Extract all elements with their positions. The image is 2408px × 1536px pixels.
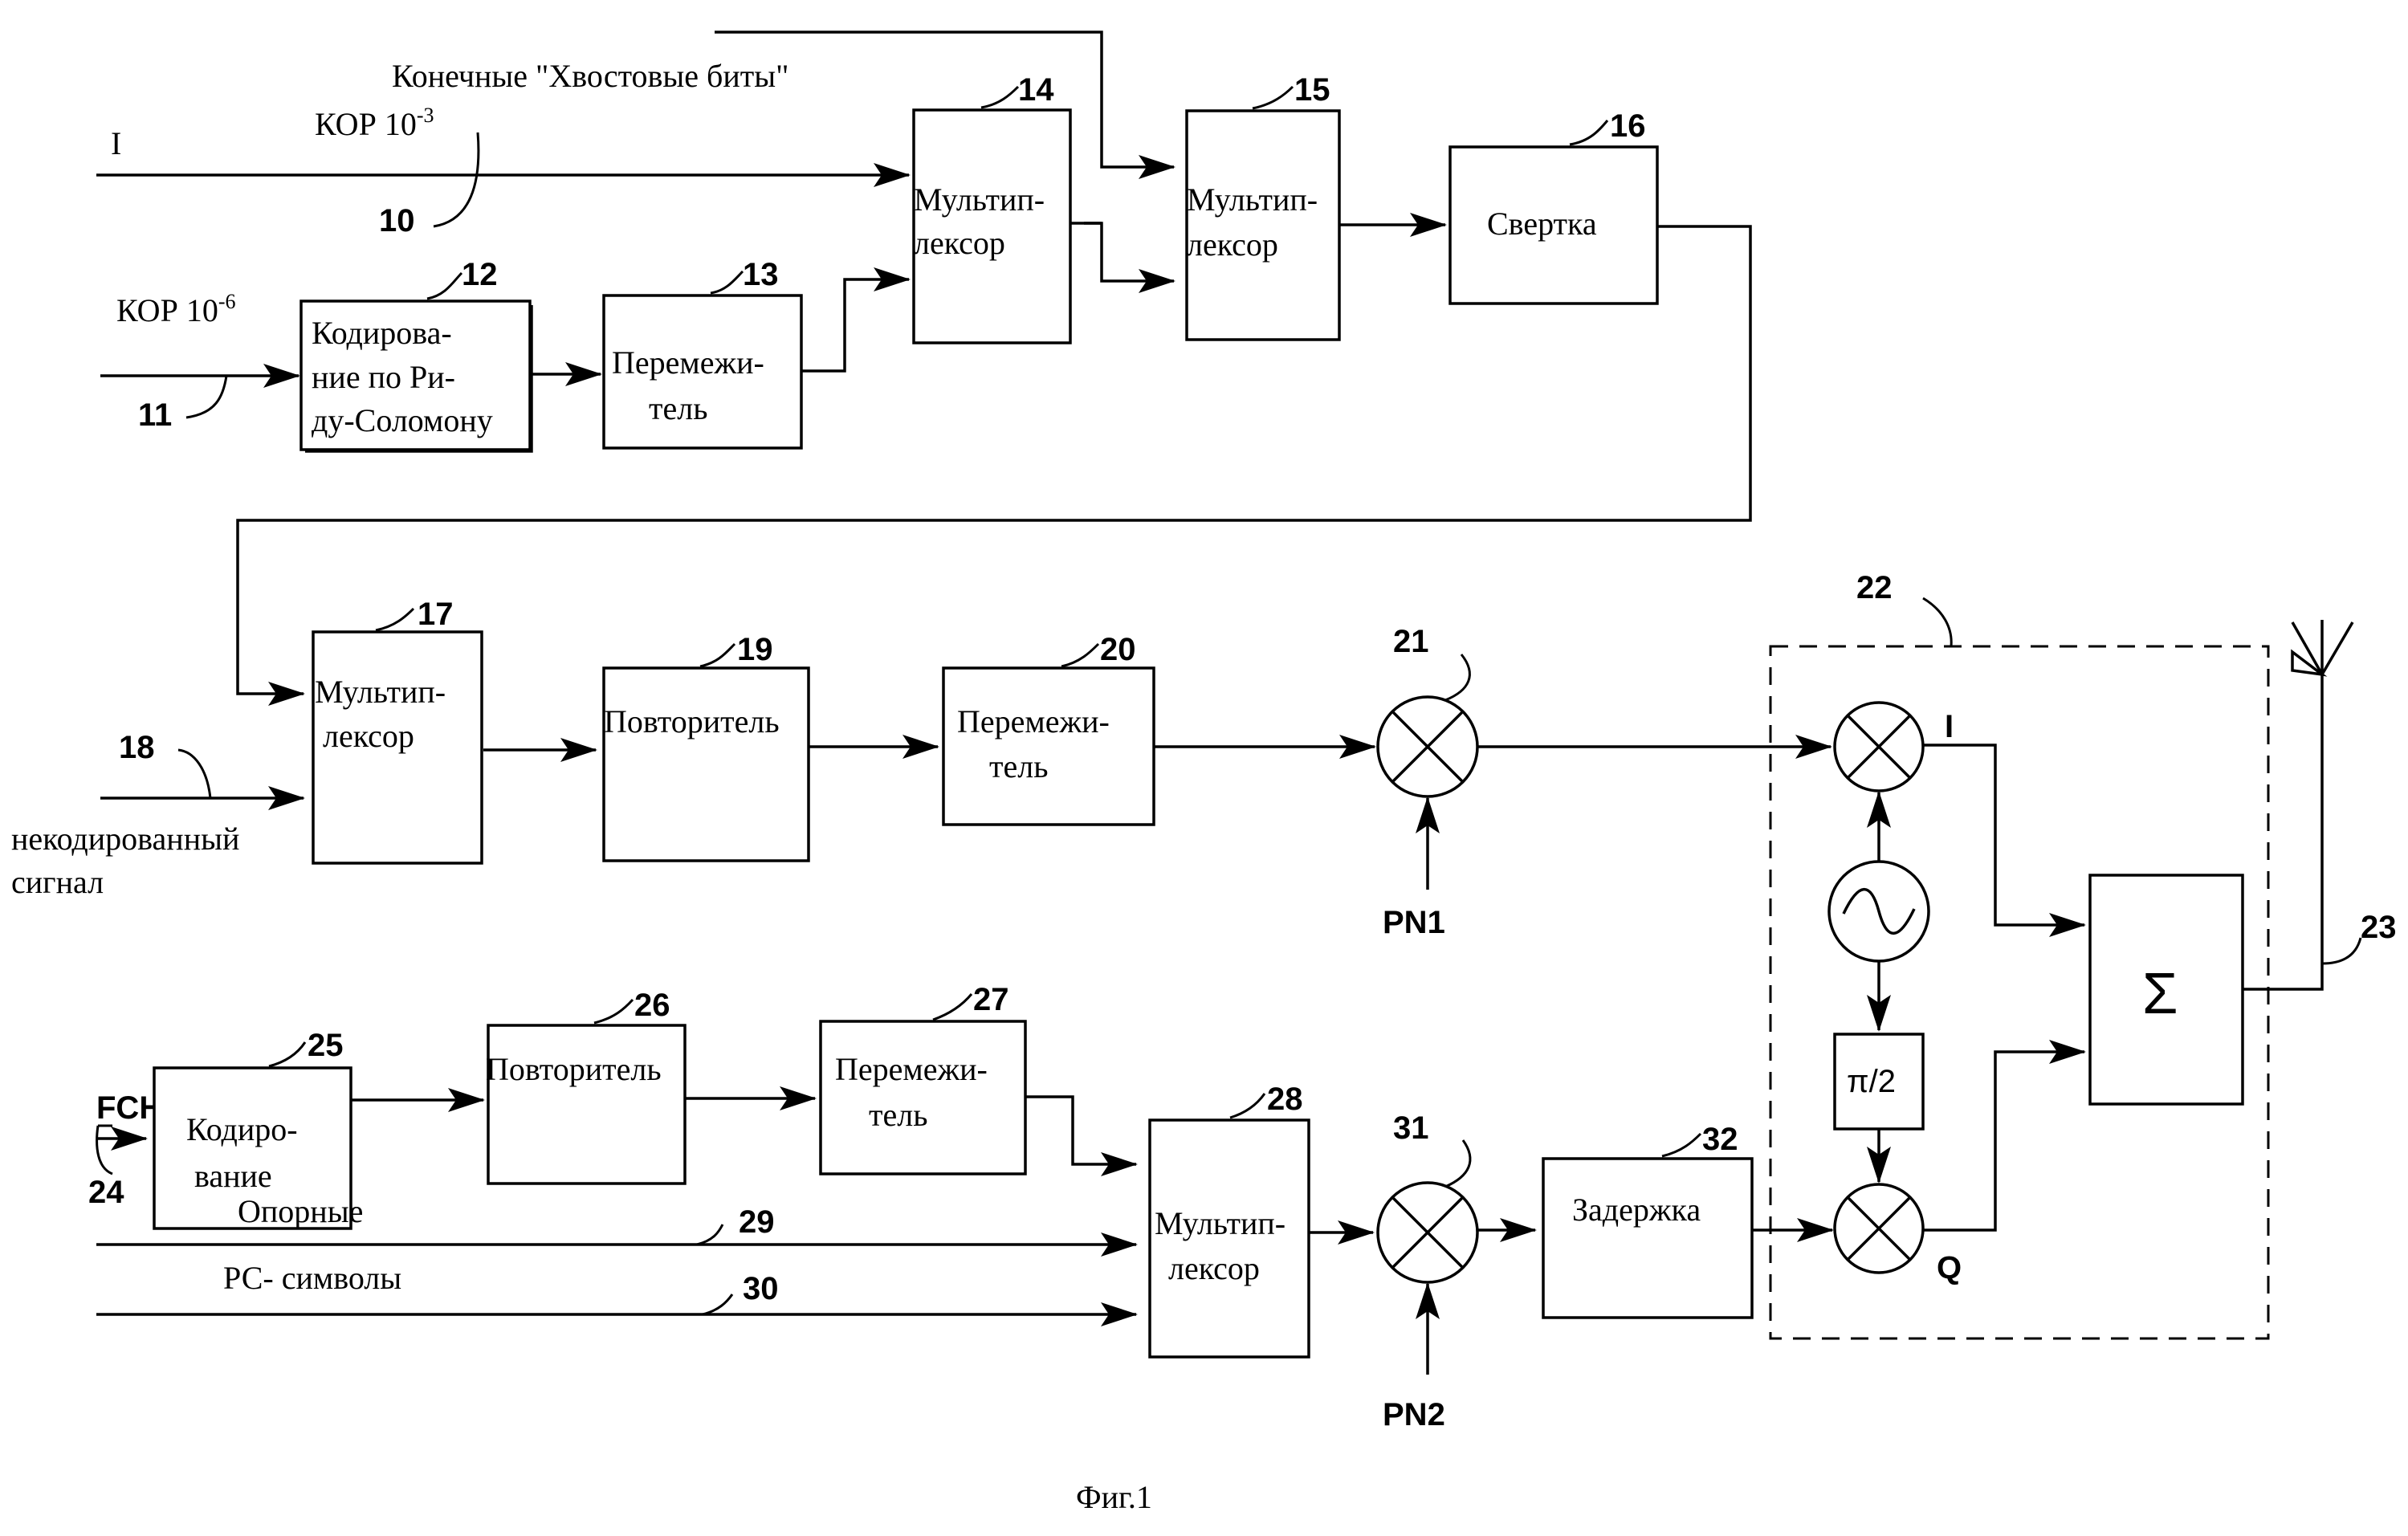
svg-text:тель: тель <box>869 1097 927 1133</box>
svg-text:Повторитель: Повторитель <box>604 703 780 739</box>
svg-text:ду-Соломону: ду-Соломону <box>312 402 493 438</box>
ref-23: 23 <box>2361 910 2397 945</box>
summator: Σ <box>2088 874 2244 1106</box>
figure-caption: Фиг.1 <box>1076 1479 1152 1515</box>
svg-text:Повторитель: Повторитель <box>486 1051 662 1087</box>
convolution-block: Свертка <box>1448 145 1659 305</box>
kor-6-label: КОР 10-6 <box>116 290 236 328</box>
encoding-25-block: Кодиро- вание <box>153 1066 352 1230</box>
svg-text:тель: тель <box>989 748 1048 784</box>
ref-18-leader <box>177 748 212 799</box>
svg-text:лексор: лексор <box>323 718 414 754</box>
ref-28: 28 <box>1267 1082 1303 1117</box>
svg-text:тель: тель <box>649 390 707 426</box>
i-to-sum <box>1923 744 2086 937</box>
ref-22: 22 <box>1856 570 1893 605</box>
q-channel-label: Q <box>1937 1250 1962 1285</box>
pc-symbols-label: РС- символы <box>223 1260 401 1296</box>
uncoded-label-1: некодированный <box>11 821 239 857</box>
svg-text:Кодирова-: Кодирова- <box>312 315 452 351</box>
uncoded-label-2: сигнал <box>11 864 104 900</box>
svg-text:ние по Ри-: ние по Ри- <box>312 359 455 395</box>
ref-26: 26 <box>634 988 670 1023</box>
svg-text:лексор: лексор <box>1168 1250 1260 1286</box>
ref-25: 25 <box>308 1028 344 1063</box>
repeater-19-block: Повторитель <box>602 666 810 862</box>
line-14-15 <box>1070 222 1175 293</box>
multiplier-31 <box>1376 1181 1479 1284</box>
i-input-label: I <box>111 125 121 161</box>
kor-3-label: КОР 10-3 <box>315 104 434 142</box>
sum-to-antenna <box>2243 674 2324 991</box>
svg-text:вание: вание <box>194 1158 272 1194</box>
multiplier-21 <box>1376 695 1479 798</box>
svg-text:Мультип-: Мультип- <box>1155 1205 1285 1241</box>
ref-14: 14 <box>1018 72 1054 108</box>
ref-15: 15 <box>1294 72 1330 108</box>
ref-11-leader <box>185 375 228 419</box>
fch-label: FCH <box>96 1090 162 1126</box>
ref-17: 17 <box>418 597 454 632</box>
ref-10-leader <box>433 132 480 228</box>
oscillator <box>1827 860 1930 963</box>
svg-text:Задержка: Задержка <box>1572 1192 1701 1228</box>
q-to-sum <box>1923 1040 2086 1232</box>
ref-24: 24 <box>88 1175 124 1210</box>
ref-31: 31 <box>1393 1110 1429 1146</box>
svg-text:Мультип-: Мультип- <box>914 181 1045 218</box>
ref-11: 11 <box>138 397 172 433</box>
svg-text:Мультип-: Мультип- <box>1187 181 1318 218</box>
q-channel-mixer <box>1833 1183 1925 1274</box>
interleaver-20-block: Перемежи- тель <box>942 666 1155 826</box>
pn2-label: PN2 <box>1383 1397 1445 1432</box>
interleaver-27-block: Перемежи- тель <box>819 1020 1027 1175</box>
antenna-icon <box>2291 620 2354 677</box>
svg-text:π/2: π/2 <box>1847 1064 1896 1099</box>
ref-32: 32 <box>1702 1122 1738 1157</box>
ref-20: 20 <box>1100 632 1136 667</box>
ref-21: 21 <box>1393 624 1429 659</box>
tail-bits-line <box>715 31 1175 179</box>
phase-shifter: π/2 <box>1833 1033 1925 1131</box>
ref-16: 16 <box>1610 108 1646 144</box>
ref-27: 27 <box>973 982 1009 1017</box>
svg-text:Мультип-: Мультип- <box>315 674 446 710</box>
line-13-14 <box>801 267 911 373</box>
ref-19: 19 <box>737 632 773 667</box>
svg-text:Перемежи-: Перемежи- <box>612 344 764 381</box>
delay-block: Задержка <box>1542 1157 1754 1319</box>
pn1-label: PN1 <box>1383 905 1445 940</box>
multiplexer-17-block: Мультип- лексор <box>312 630 483 865</box>
ref-30: 30 <box>743 1271 779 1306</box>
svg-text:Σ: Σ <box>2142 962 2178 1026</box>
line-16-17 <box>236 225 1752 706</box>
tail-bits-label: Конечные "Хвостовые биты" <box>392 58 789 94</box>
ref-12: 12 <box>462 257 498 292</box>
svg-text:Свертка: Свертка <box>1487 206 1597 242</box>
svg-text:лексор: лексор <box>914 225 1005 261</box>
svg-text:Перемежи-: Перемежи- <box>957 703 1110 739</box>
line-27-28 <box>1025 1095 1138 1176</box>
multiplexer-14-block: Мультип- лексор <box>912 108 1072 344</box>
modulator-region-22 <box>1769 645 2270 1340</box>
reed-solomon-encoder-block: Кодирова- ние по Ри- ду-Соломону <box>299 299 533 453</box>
interleaver-13-block: Перемежи- тель <box>602 294 803 450</box>
ref-13: 13 <box>743 257 779 292</box>
ref-29: 29 <box>739 1204 775 1240</box>
i-channel-label: I <box>1945 709 1954 744</box>
svg-text:Кодиро-: Кодиро- <box>186 1111 298 1147</box>
multiplexer-15-block: Мультип- лексор <box>1185 109 1341 341</box>
i-channel-mixer <box>1833 701 1925 792</box>
reference-label: Опорные <box>238 1193 363 1229</box>
svg-text:лексор: лексор <box>1187 226 1278 263</box>
repeater-26-block: Повторитель <box>486 1024 687 1185</box>
ref-18: 18 <box>119 730 155 765</box>
multiplexer-28-block: Мультип- лексор <box>1148 1118 1310 1359</box>
svg-text:Перемежи-: Перемежи- <box>835 1051 988 1087</box>
ref-10: 10 <box>379 203 415 238</box>
